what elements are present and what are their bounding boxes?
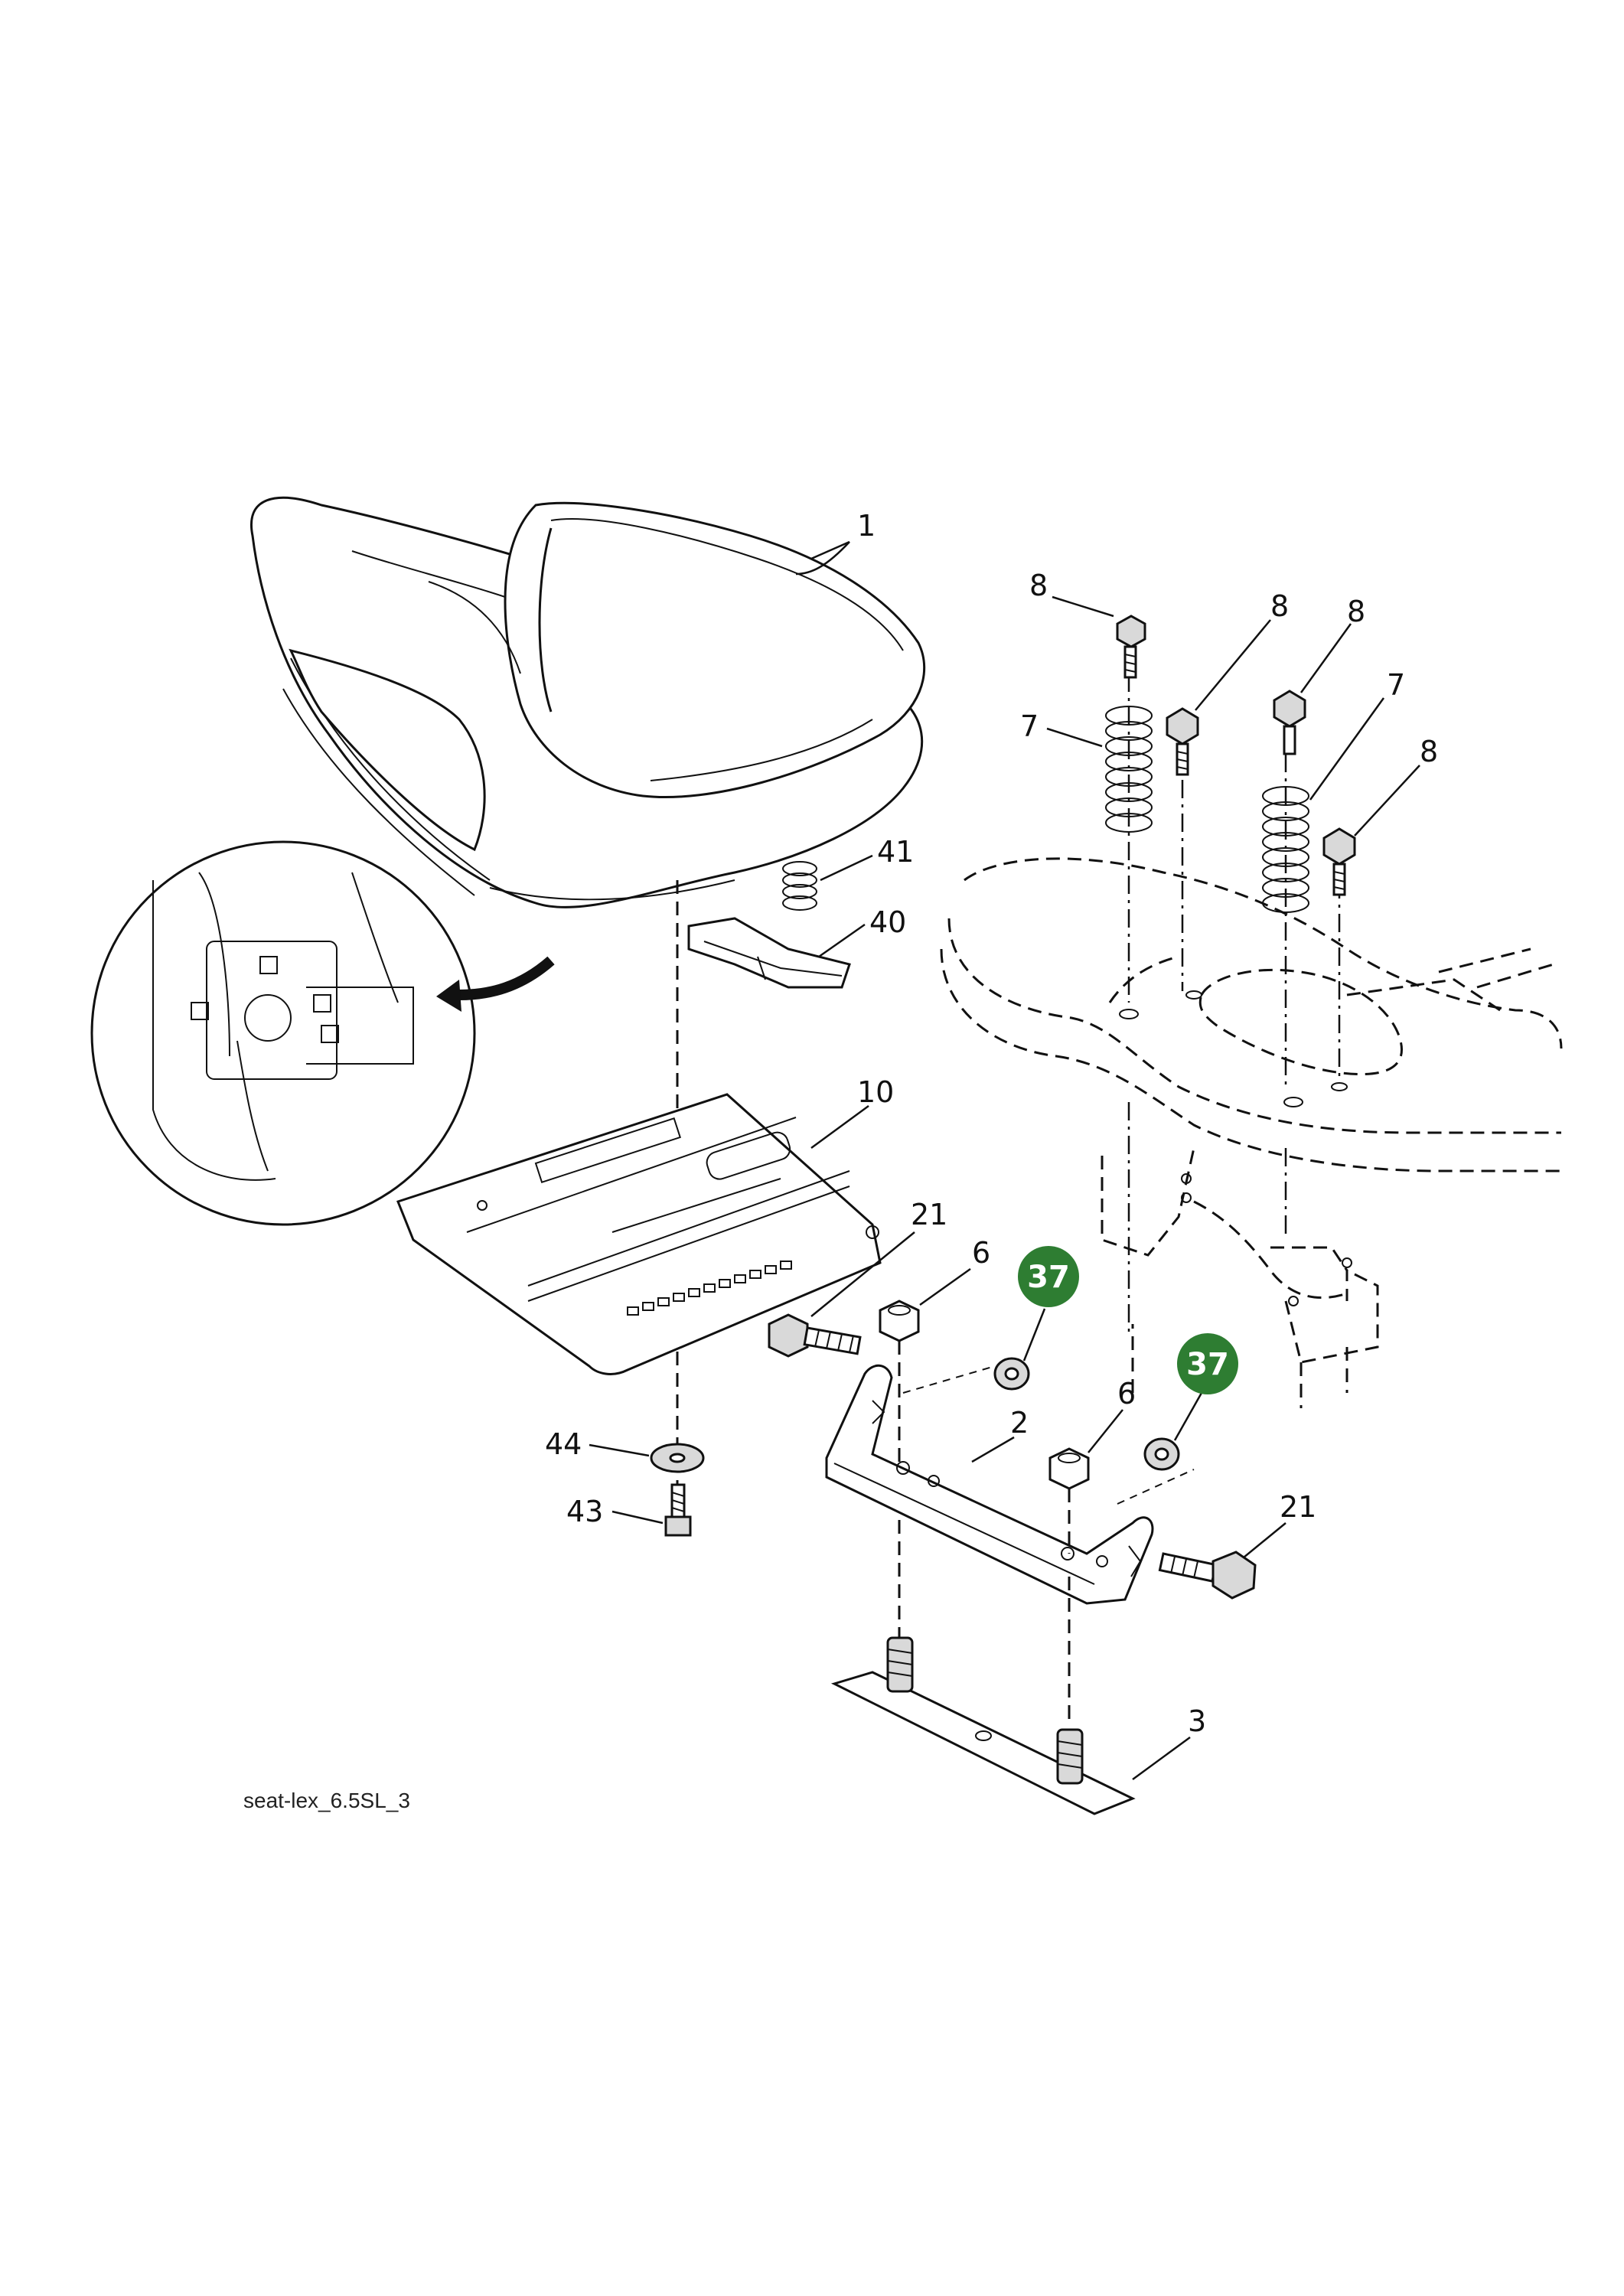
callout-label-8-a: 8 [1029,569,1048,602]
callout-label-21-right: 21 [1280,1490,1316,1524]
detail-magnifier [90,840,476,1226]
diagram-caption: seat-lex_6.5SL_3 [243,1789,410,1812]
callout-label-1: 1 [857,509,876,543]
callout-label-7-left: 7 [1020,709,1039,743]
callout-label-8-d: 8 [1420,735,1438,768]
callout-7-right: 7 [1309,668,1405,801]
callout-8-a: 8 [1029,569,1114,618]
callout-label-43: 43 [566,1495,603,1528]
callout-label-3: 3 [1188,1704,1206,1738]
seat-clip [687,917,851,989]
base-plate [830,1636,1136,1815]
callout-label-8-b: 8 [1270,589,1289,623]
callout-8-c: 8 [1300,595,1365,693]
callout-40: 40 [818,905,906,958]
badge-37-right: 37 [1177,1333,1238,1394]
callout-label-41: 41 [877,835,914,869]
callout-label-6-left: 6 [972,1236,990,1270]
callout-8-b: 8 [1195,589,1289,711]
nut-left [879,1300,920,1342]
callout-7-left: 7 [1020,709,1103,748]
washer [650,1443,705,1473]
badge-circle-left [1018,1246,1079,1307]
rail-adjust-holes [627,1261,792,1316]
callout-6-left: 6 [919,1236,990,1306]
callout-2: 2 [971,1406,1029,1463]
badge-label-37-left: 37 [1027,1260,1070,1295]
callout-3: 3 [1132,1704,1206,1781]
callout-21-right: 21 [1243,1490,1316,1558]
seat-illustration [250,496,926,908]
callout-43: 43 [566,1495,664,1528]
bolt-c [1273,690,1306,755]
nut-37-right [1143,1437,1180,1471]
callout-6-right: 6 [1088,1377,1136,1453]
nut-37-left [993,1357,1030,1391]
callout-label-40: 40 [869,905,906,939]
small-spring [782,861,817,911]
screw [664,1483,692,1537]
badge-circle-right [1177,1333,1238,1394]
callout-label-2: 2 [1010,1406,1029,1440]
seat-rail [396,1093,882,1375]
bolt-right [1158,1551,1257,1600]
bolt-left [768,1313,862,1358]
bolt-b [1166,707,1199,776]
seat-bracket [825,1364,1154,1605]
bolt-d [1322,827,1356,896]
callout-21-left: 21 [810,1198,947,1317]
callout-label-10: 10 [857,1075,894,1109]
callout-8-d: 8 [1354,735,1438,837]
badge-label-37-right: 37 [1186,1347,1229,1382]
detail-arrow [436,956,555,1012]
callout-label-8-c: 8 [1347,595,1365,628]
callout-44: 44 [545,1427,650,1461]
callout-10: 10 [810,1075,894,1150]
callout-41: 41 [820,835,914,882]
mower-frame-outline [940,857,1563,1408]
bolt-a [1116,615,1146,679]
callout-label-44: 44 [545,1427,582,1461]
callout-label-21-left: 21 [911,1198,947,1231]
callout-1: 1 [795,509,876,576]
callout-label-7-right: 7 [1387,668,1405,702]
badge-37-left: 37 [1018,1246,1079,1307]
nut-right [1048,1447,1090,1490]
